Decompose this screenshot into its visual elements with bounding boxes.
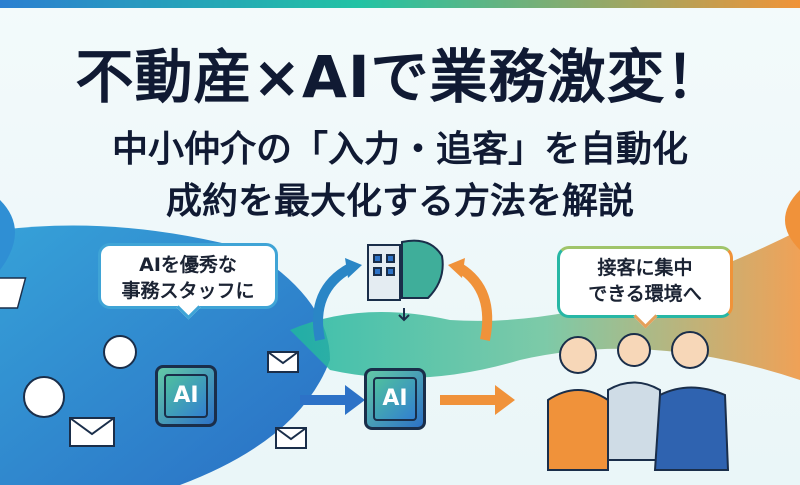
bubble-right-line1: 接客に集中: [597, 257, 693, 279]
headline-line-3: 成約を最大化する方法を解説: [165, 181, 634, 222]
ai-chip-icon-center: AI: [364, 368, 426, 430]
top-gradient-bar: [0, 0, 800, 8]
document-stack-icon: [0, 277, 27, 309]
building-icon: [367, 244, 401, 301]
speech-bubble-left: AIを優秀な 事務スタッフに: [98, 243, 278, 309]
bubble-left-line2: 事務スタッフに: [121, 280, 255, 302]
speech-bubble-right: 接客に集中 できる環境へ: [557, 246, 733, 318]
bubble-right-line2: できる環境へ: [588, 283, 702, 305]
mail-icon: [69, 351, 307, 449]
bubble-left-line1: AIを優秀な: [139, 254, 237, 276]
headline-line-1: 不動産×AIで業務激変！: [75, 43, 725, 111]
brain-icon: [401, 239, 444, 299]
clock-icon: [23, 335, 137, 418]
ai-chip-icon-left: AI: [155, 365, 217, 427]
people-illustration: [547, 331, 730, 471]
headline-line-2: 中小仲介の「入力・追客」を自動化: [111, 129, 688, 170]
